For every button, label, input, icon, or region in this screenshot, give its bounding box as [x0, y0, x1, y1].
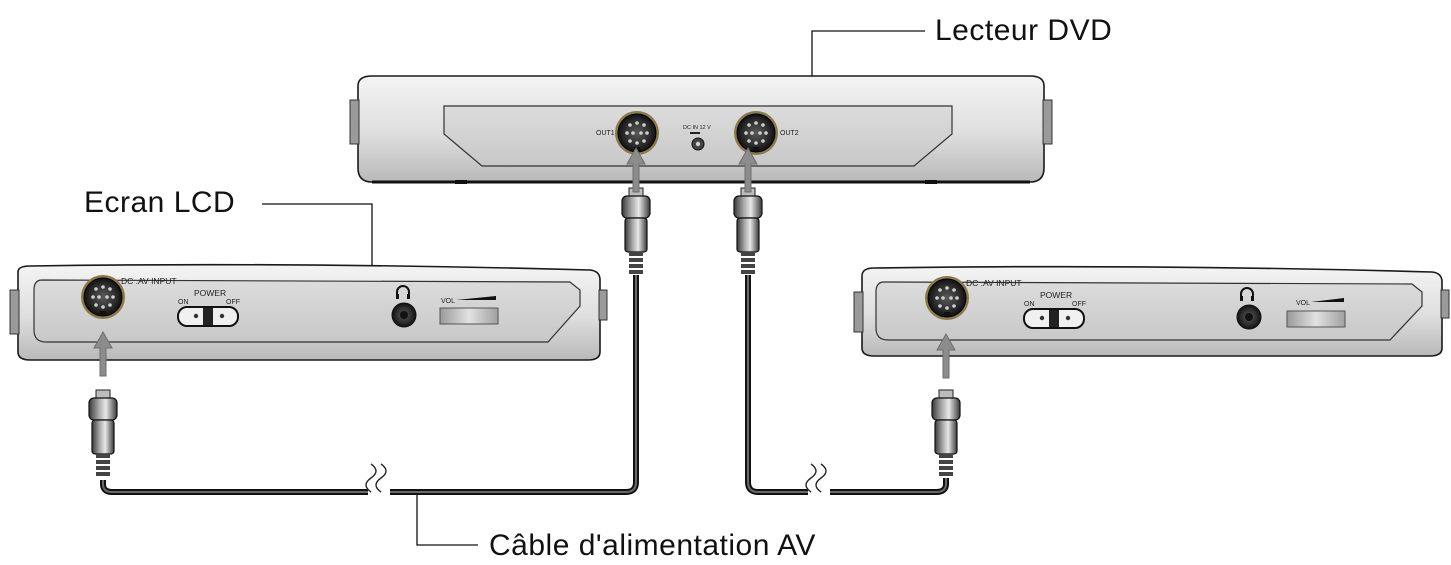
leader-line-dvd: [811, 30, 925, 97]
plug-out1: [621, 187, 651, 275]
label-dc-in: DC IN 12 V: [683, 125, 711, 131]
label-power-right: POWER: [1040, 290, 1072, 300]
volume-ramp-icon: [1311, 298, 1344, 302]
volume-wheel-left: [439, 307, 499, 325]
plug-lcd-left: [88, 389, 118, 477]
label-out1: OUT1: [596, 130, 615, 137]
plug-out2: [733, 187, 763, 275]
lcd-screen-right: DC .AV INPUT POWER ON OFF VOL: [853, 265, 1450, 357]
label-off-right: OFF: [1072, 301, 1086, 308]
volume-ramp-icon: [456, 296, 496, 300]
dvd-player: OUT1 DC IN 12 V OUT2: [349, 75, 1053, 184]
dc-av-input-port-right: [924, 275, 970, 321]
label-dvd-player: Lecteur DVD: [935, 14, 1112, 47]
out1-port: [614, 110, 660, 156]
label-dc-av-input-right: DC .AV INPUT: [966, 278, 1022, 288]
label-av-cable: Câble d'alimentation AV: [489, 529, 816, 562]
lcd-screen-left: DC .AV INPUT POWER ON OFF VOL: [9, 263, 608, 361]
leader-line-lcd: [262, 203, 373, 268]
label-vol-right: VOL: [1296, 300, 1310, 307]
label-off-left: OFF: [226, 299, 240, 306]
label-out2: OUT2: [780, 130, 799, 137]
leader-line-cable: [416, 492, 478, 546]
dc-polarity-icon: [690, 132, 700, 134]
label-on-right: ON: [1024, 301, 1035, 308]
av-cable-right: [745, 275, 949, 506]
label-vol-left: VOL: [441, 298, 455, 305]
plug-lcd-right: [931, 389, 961, 477]
label-lcd-screen: Ecran LCD: [84, 186, 235, 219]
label-on-left: ON: [178, 299, 189, 306]
volume-wheel-right: [1286, 310, 1346, 328]
av-cable-left: [100, 275, 639, 506]
label-dc-av-input-left: DC .AV INPUT: [121, 276, 177, 286]
label-power-left: POWER: [194, 288, 226, 298]
out2-port: [733, 110, 779, 156]
dc-av-input-port-left: [80, 274, 126, 320]
dvd-connector-panel: [443, 105, 953, 167]
